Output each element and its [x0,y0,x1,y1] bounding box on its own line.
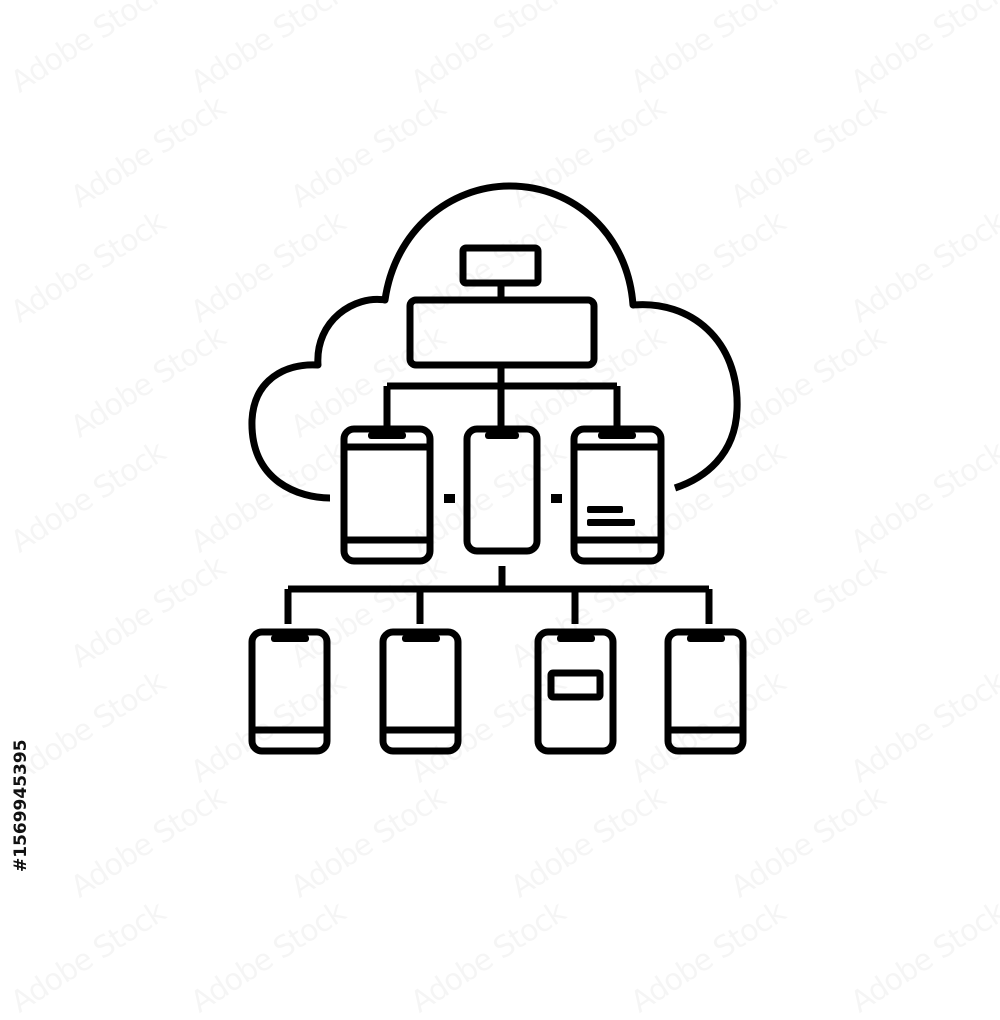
phone-lower-4-icon [664,628,747,755]
cloud-outline [248,182,741,502]
phone-lower-1-icon [248,628,331,755]
root-main-box [406,296,598,369]
connector-dot-left [444,494,455,503]
connector-dot-right [551,494,562,503]
phone-lower-2-icon [379,628,462,755]
phone-upper-right-icon [570,425,665,565]
root-small-box [459,244,542,287]
phone-lower-3-icon [534,628,617,755]
phone-upper-left-icon [340,425,434,565]
phone-upper-center-icon [463,425,541,555]
